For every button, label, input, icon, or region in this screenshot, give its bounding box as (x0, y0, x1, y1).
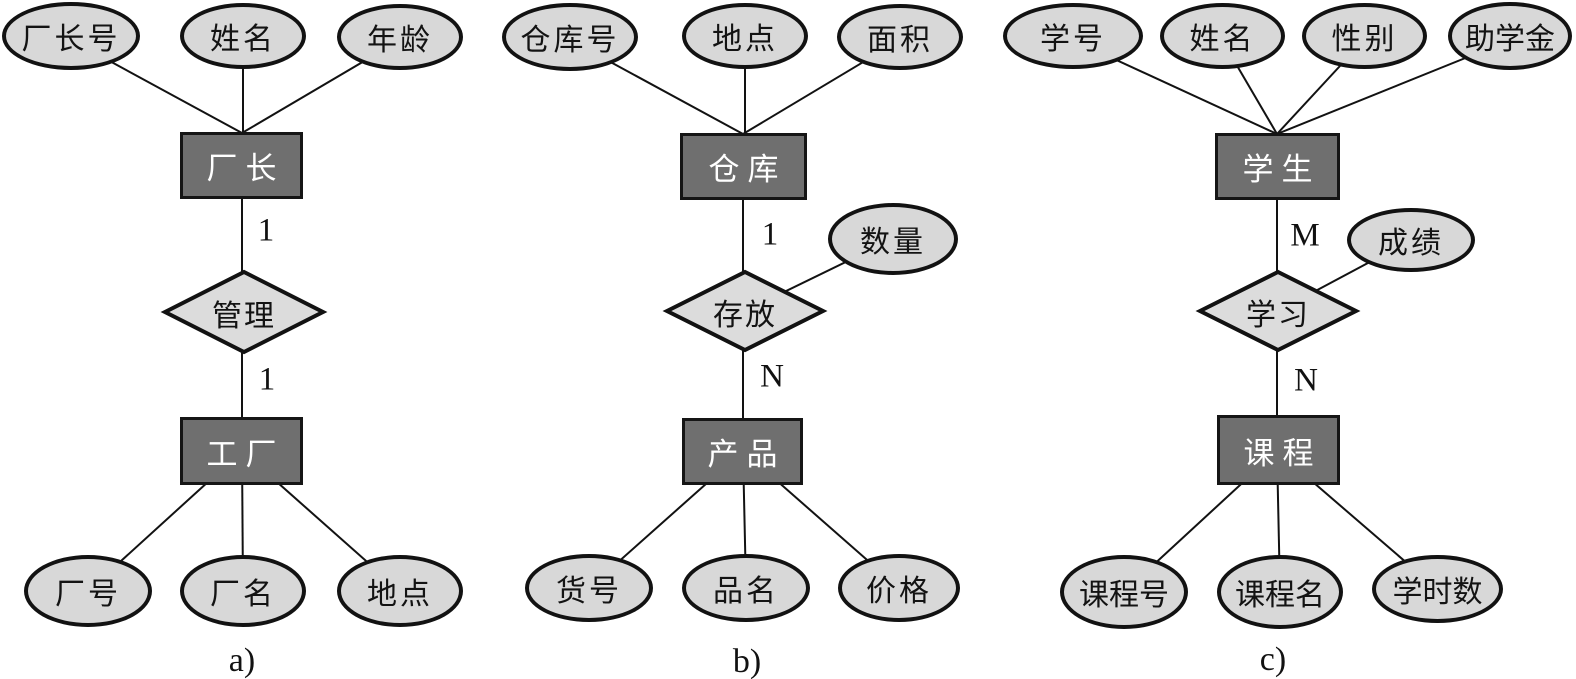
entity-box: 产品 (682, 418, 803, 485)
attribute-ellipse: 价格 (838, 554, 960, 622)
relationship-diamonds (160, 269, 1361, 355)
diagram-caption: a) (228, 642, 256, 679)
diagram-caption: b) (732, 643, 762, 679)
relationship-label: 存放 (713, 299, 777, 332)
attribute-ellipse: 成绩 (1347, 208, 1475, 272)
entity-box: 学生 (1215, 133, 1340, 200)
cardinality-label: M (1290, 217, 1320, 254)
relationship-label: 学习 (1246, 299, 1310, 332)
attribute-ellipse: 面积 (837, 4, 963, 70)
relationship-diamond-shape (1195, 269, 1361, 353)
relationship-diamond-shape (662, 269, 828, 353)
relationship-diamond-shape (160, 269, 328, 355)
attribute-ellipse: 厂长号 (2, 2, 140, 70)
attribute-ellipse: 年龄 (337, 4, 463, 70)
attribute-ellipse: 性别 (1302, 3, 1427, 69)
attribute-ellipse: 学号 (1003, 3, 1143, 69)
entity-box: 厂长 (180, 132, 303, 199)
attribute-ellipse: 数量 (828, 203, 958, 275)
cardinality-label: 1 (257, 212, 275, 249)
entity-box: 课程 (1217, 415, 1340, 485)
relationship-label: 管理 (212, 300, 276, 333)
attribute-ellipse: 仓库号 (502, 3, 638, 71)
attribute-ellipse: 品名 (682, 554, 810, 622)
attribute-ellipse: 姓名 (180, 3, 306, 69)
cardinality-label: 1 (258, 361, 276, 398)
attribute-ellipse: 厂号 (24, 555, 152, 627)
attribute-ellipse: 课程号 (1060, 555, 1188, 629)
attribute-ellipse: 课程名 (1217, 555, 1343, 629)
cardinality-label: 1 (761, 216, 779, 253)
attribute-ellipse: 助学金 (1448, 2, 1572, 70)
attribute-ellipse: 厂名 (180, 555, 306, 627)
cardinality-label: N (1294, 362, 1318, 399)
attribute-ellipse: 货号 (525, 554, 653, 622)
diagram-caption: c) (1259, 641, 1287, 678)
cardinality-label: N (760, 358, 784, 395)
entity-box: 仓库 (680, 133, 807, 200)
attribute-ellipse: 地点 (337, 555, 463, 627)
attribute-ellipse: 学时数 (1372, 555, 1503, 623)
attribute-ellipse: 姓名 (1160, 3, 1285, 69)
attribute-ellipse: 地点 (682, 3, 808, 69)
entity-box: 工厂 (180, 417, 303, 485)
